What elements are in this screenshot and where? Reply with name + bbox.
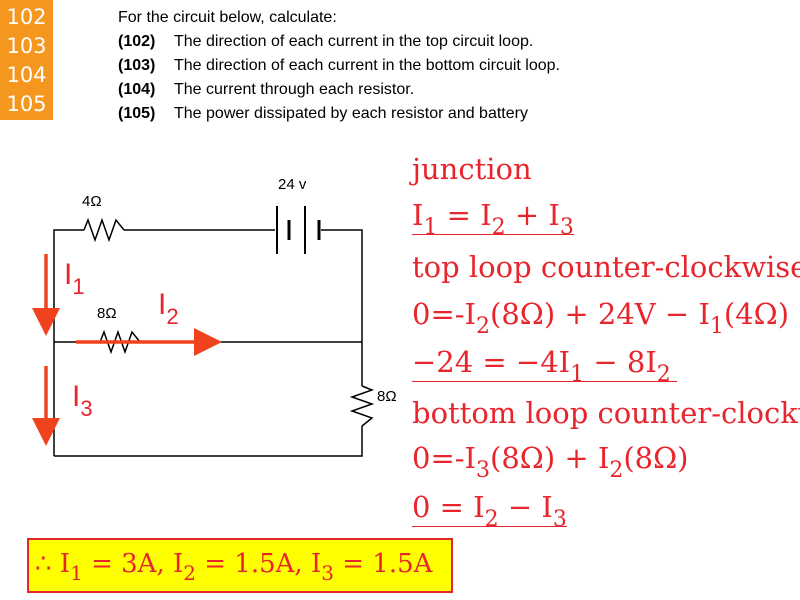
resistor-right bbox=[349, 385, 375, 427]
bottom-loop-title: bottom loop counter-clockwise bbox=[412, 396, 800, 430]
junction-equation: I1 = I2 + I3 bbox=[412, 198, 574, 240]
top-loop-title: top loop counter-clockwise bbox=[412, 250, 800, 284]
junction-title: junction bbox=[412, 152, 532, 186]
question-item: (102) The direction of each current in th… bbox=[118, 31, 798, 55]
question-text: The current through each resistor. bbox=[174, 81, 415, 98]
question-item: (105) The power dissipated by each resist… bbox=[118, 103, 798, 127]
wire-right-bottom bbox=[54, 426, 363, 457]
current-label-i2: I2 bbox=[158, 288, 179, 329]
question-num: (103) bbox=[118, 57, 156, 74]
question-number: 103 bbox=[6, 34, 47, 58]
battery-label: 24 v bbox=[278, 176, 307, 193]
wire-top-left bbox=[53, 229, 84, 456]
question-intro: For the circuit below, calculate: bbox=[118, 9, 337, 26]
question-number: 104 bbox=[6, 63, 47, 87]
resistor-middle-label: 8Ω bbox=[97, 305, 117, 322]
current-label-i3: I3 bbox=[72, 380, 93, 421]
question-num: (104) bbox=[118, 81, 156, 98]
battery-symbol bbox=[276, 206, 321, 254]
top-loop-simplified: −24 = −4I1 − 8I2 bbox=[412, 345, 677, 386]
question-text: The direction of each current in the top… bbox=[174, 33, 534, 50]
question-item: (103) The direction of each current in th… bbox=[118, 55, 798, 79]
question-text: The direction of each current in the bot… bbox=[174, 57, 560, 74]
question-number: 102 bbox=[6, 5, 47, 29]
resistor-middle bbox=[99, 329, 141, 355]
resistor-top bbox=[83, 217, 125, 243]
question-num: (102) bbox=[118, 33, 156, 50]
result-box: ∴ I1 = 3A, I2 = 1.5A, I3 = 1.5A bbox=[27, 538, 453, 593]
resistor-top-label: 4Ω bbox=[82, 193, 102, 210]
current-label-i1: I1 bbox=[64, 258, 85, 299]
question-item: (104) The current through each resistor. bbox=[118, 79, 798, 103]
question-list: For the circuit below, calculate: (102) T… bbox=[118, 7, 798, 127]
top-loop-equation: 0=-I2(8Ω) + 24V − I1(4Ω) bbox=[412, 297, 790, 339]
bottom-loop-equation: 0=-I3(8Ω) + I2(8Ω) bbox=[412, 441, 689, 483]
question-number-badge: 102 103 104 105 bbox=[0, 0, 53, 120]
question-text: The power dissipated by each resistor an… bbox=[174, 105, 528, 122]
question-number: 105 bbox=[6, 92, 47, 116]
circuit-wires bbox=[53, 229, 363, 457]
wire-top-right bbox=[321, 229, 363, 386]
question-num: (105) bbox=[118, 105, 156, 122]
bottom-loop-simplified: 0 = I2 − I3 bbox=[412, 490, 567, 532]
resistor-right-label: 8Ω bbox=[377, 388, 397, 405]
